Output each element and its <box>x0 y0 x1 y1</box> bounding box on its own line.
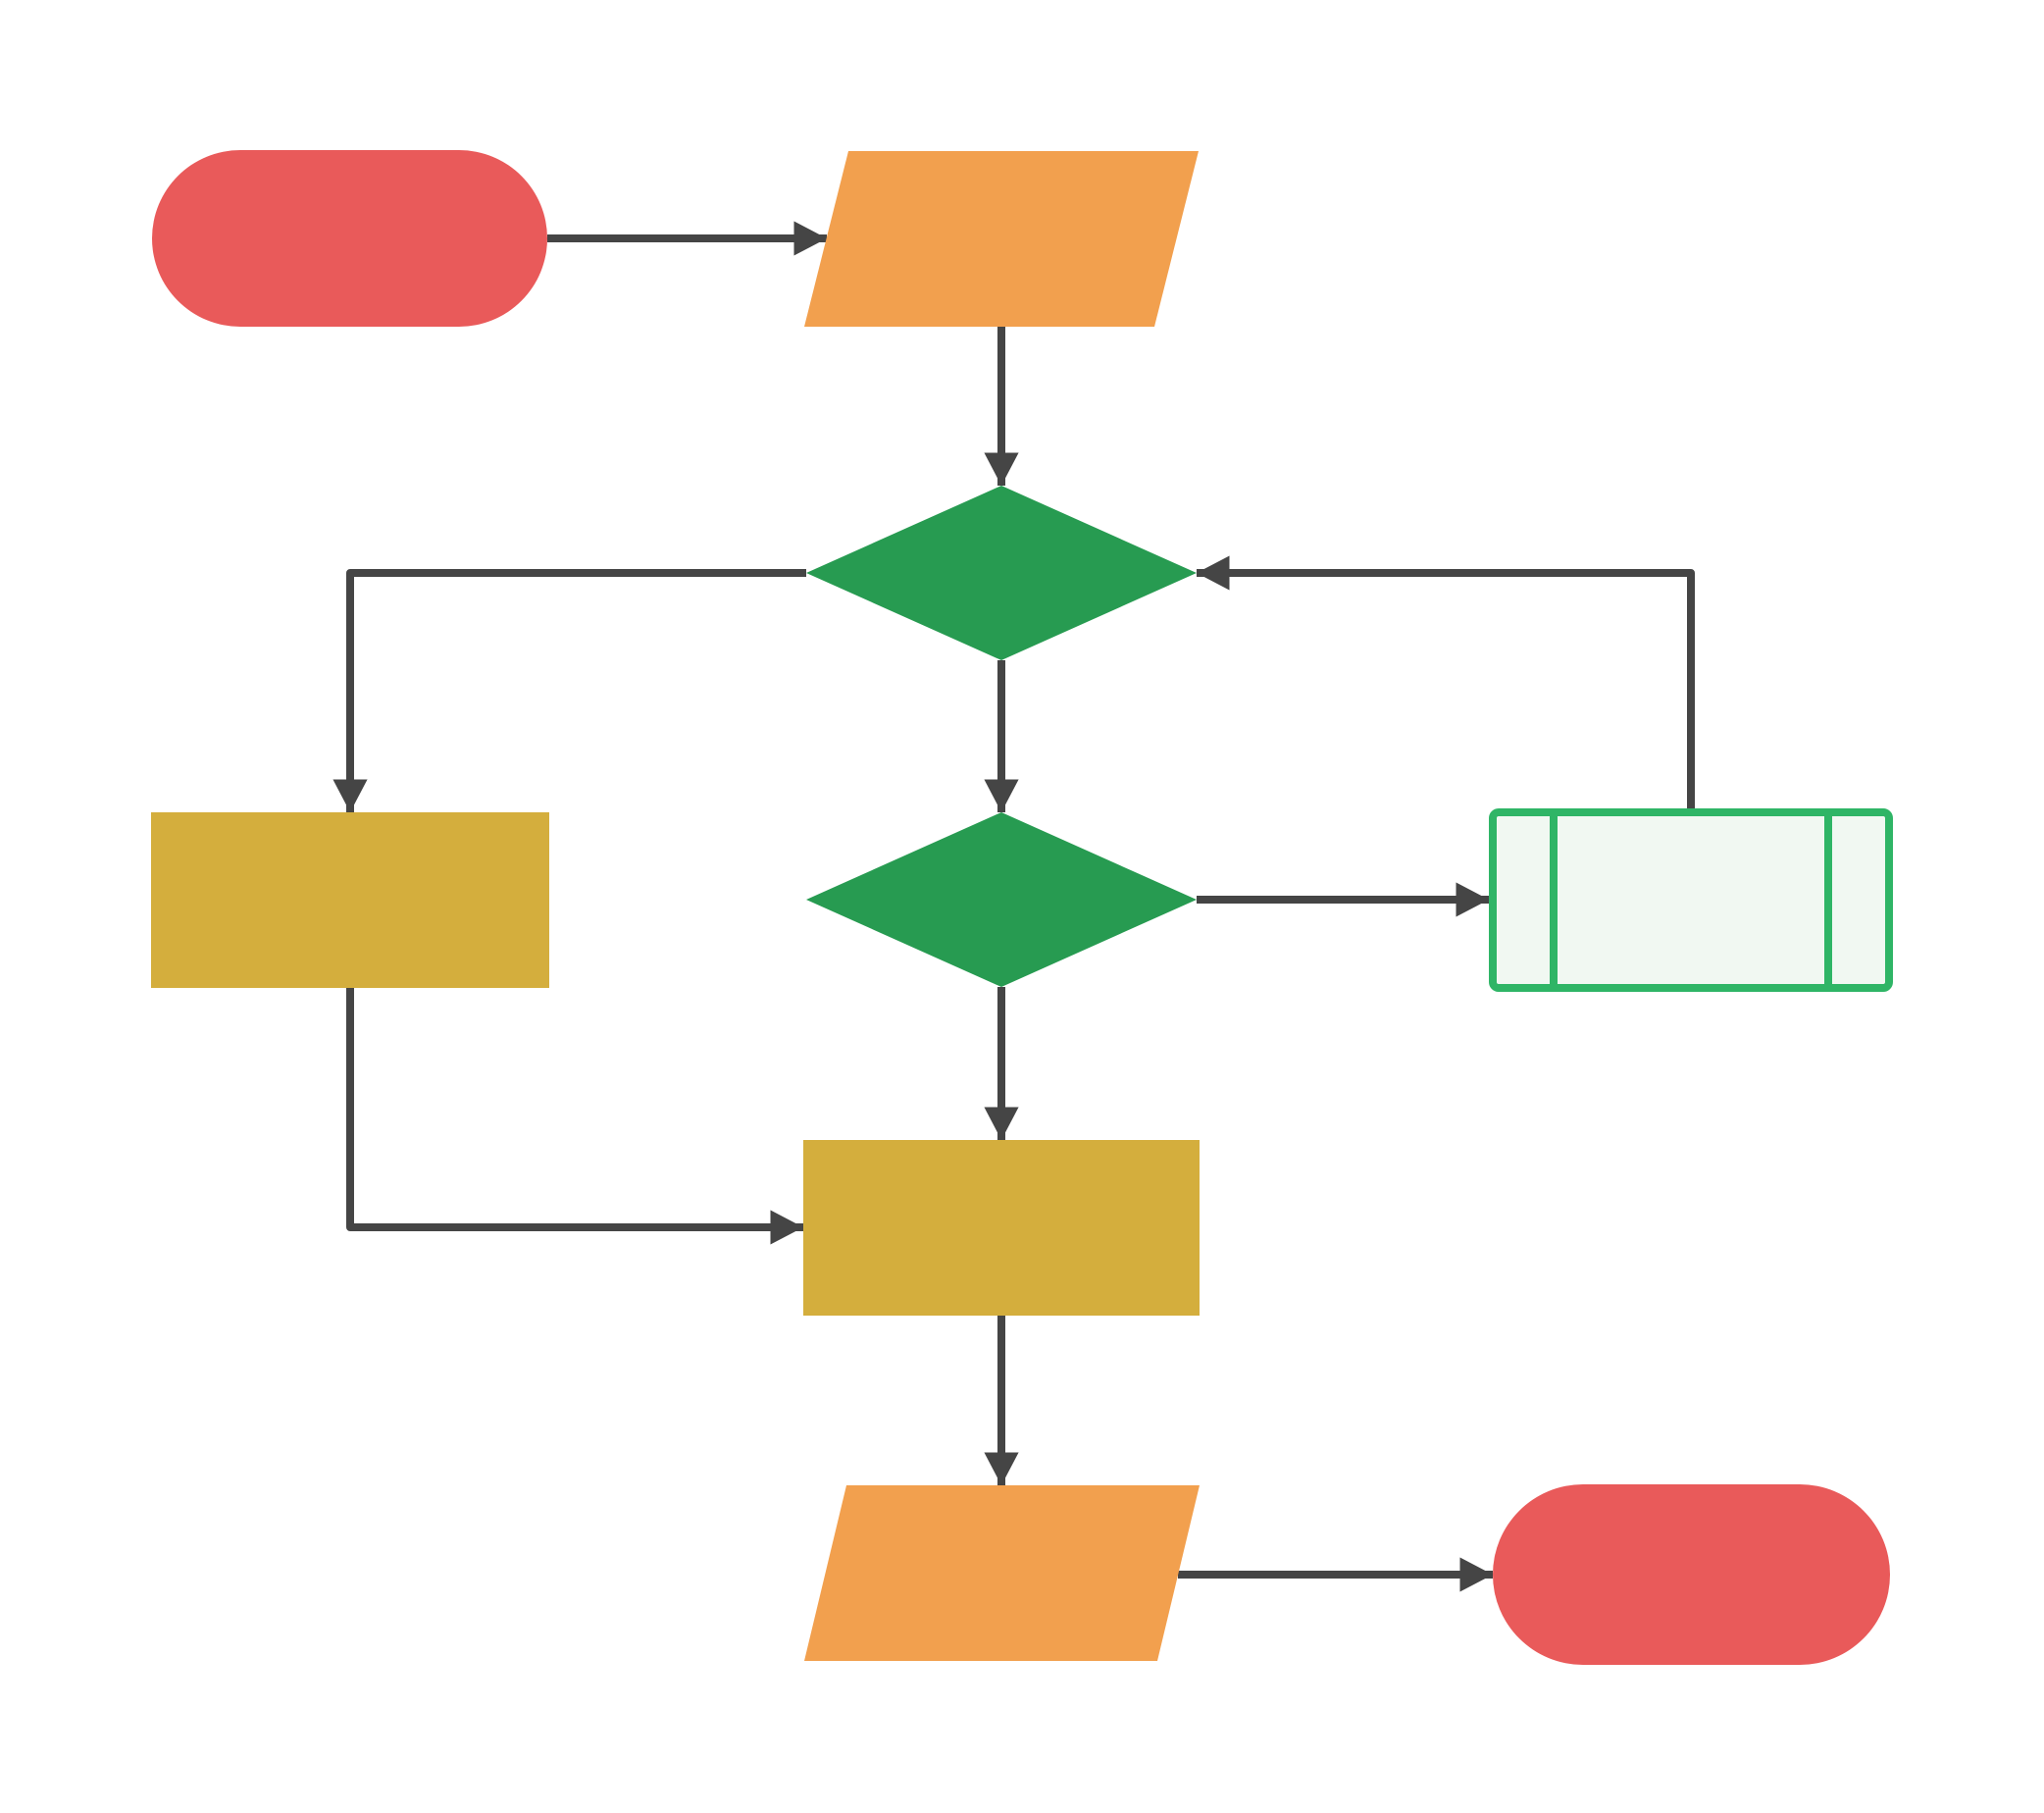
decision-diamond-lower <box>806 812 1197 987</box>
edge-predefined-to-decision1 <box>1196 555 1695 808</box>
nodes-layer <box>151 150 1893 1665</box>
process-rectangle-center <box>803 1140 1200 1316</box>
predefined-process-shape-body <box>1489 808 1893 992</box>
predefined-process-shape <box>1489 808 1893 992</box>
end-terminator-shape <box>1493 1484 1890 1665</box>
process-rectangle-left <box>151 812 549 988</box>
edge-decision1-to-process-left <box>332 569 806 813</box>
edges-layer <box>332 221 1695 1592</box>
start-terminator-shape <box>152 150 547 327</box>
edge-process-left-to-process-center <box>346 988 804 1245</box>
input-output-parallelogram-bottom <box>804 1485 1200 1661</box>
input-output-parallelogram-top <box>804 151 1199 327</box>
decision-diamond-upper <box>806 486 1197 660</box>
